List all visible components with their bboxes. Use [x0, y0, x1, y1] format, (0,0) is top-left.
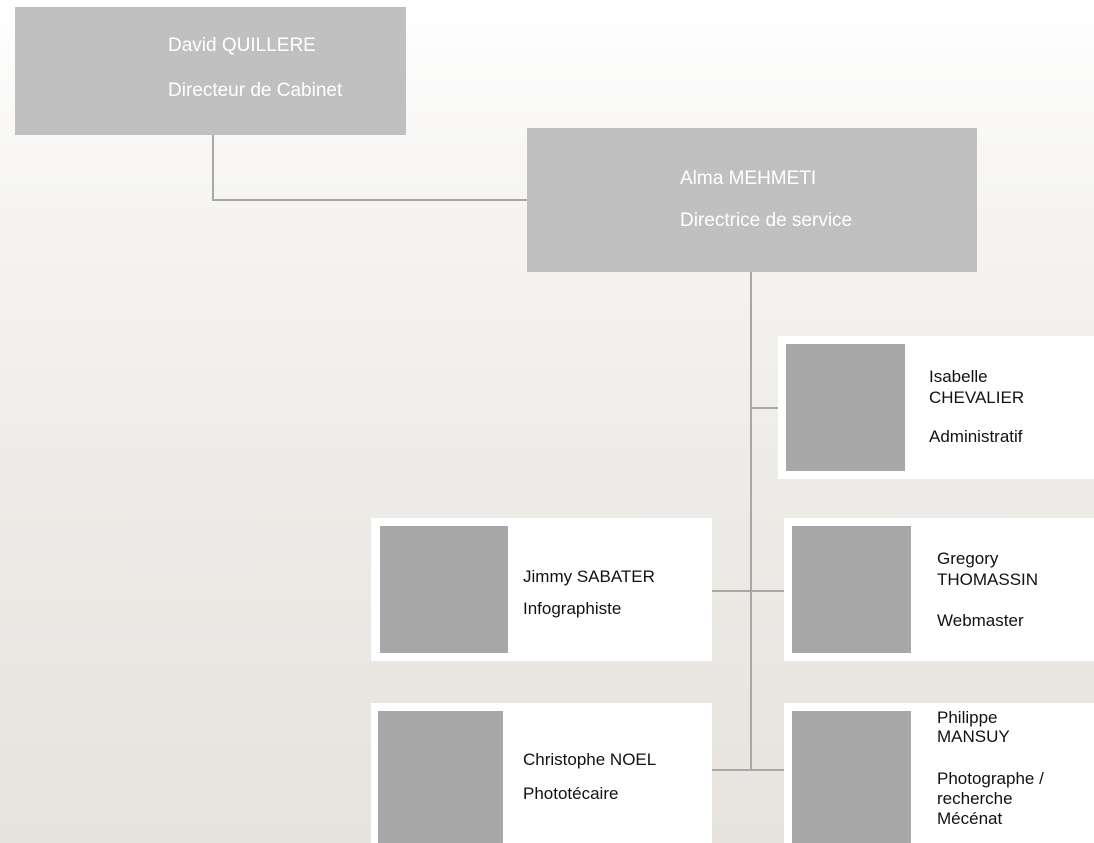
connector-row3	[712, 769, 784, 771]
staff-name-first: Philippe	[937, 708, 998, 727]
head-box: Alma MEHMETI Directrice de service	[527, 128, 977, 272]
director-name: David QUILLERE	[168, 35, 316, 56]
staff-name-last: CHEVALIER	[929, 388, 1025, 407]
staff-name: Jimmy SABATER	[523, 567, 655, 586]
staff-role-line-1: Photographe /	[937, 769, 1044, 788]
head-title: Directrice de service	[680, 210, 853, 231]
staff-name-first: Isabelle	[929, 367, 988, 386]
staff-role: Infographiste	[523, 599, 622, 618]
staff-role-line-3: Mécénat	[937, 809, 1003, 828]
staff-card-christophe: Christophe NOEL Phototécaire	[371, 703, 712, 843]
staff-card-isabelle: Isabelle CHEVALIER Administratif	[778, 336, 1094, 479]
staff-card-jimmy: Jimmy SABATER Infographiste	[371, 518, 712, 661]
photo-placeholder	[792, 526, 911, 653]
connector-trunk	[750, 272, 752, 771]
head-name: Alma MEHMETI	[680, 168, 817, 189]
director-title: Directeur de Cabinet	[168, 80, 343, 101]
photo-placeholder	[786, 344, 905, 471]
staff-name: Christophe NOEL	[523, 750, 657, 769]
connector-isabelle	[750, 407, 778, 409]
connector-director-to-head	[212, 199, 527, 201]
staff-card-gregory: Gregory THOMASSIN Webmaster	[784, 518, 1094, 661]
staff-card-philippe: Philippe MANSUY Photographe / recherche …	[784, 703, 1094, 843]
staff-role: Webmaster	[937, 611, 1024, 630]
connector-row2	[712, 590, 784, 592]
connector-director-down	[212, 135, 214, 201]
photo-placeholder	[378, 711, 503, 843]
staff-name-last: MANSUY	[937, 727, 1010, 746]
photo-placeholder	[380, 526, 508, 653]
director-box: David QUILLERE Directeur de Cabinet	[15, 7, 406, 135]
staff-role: Phototécaire	[523, 784, 619, 803]
staff-role-line-2: recherche	[937, 789, 1013, 808]
staff-role: Administratif	[929, 427, 1023, 446]
staff-name-last: THOMASSIN	[937, 570, 1039, 589]
photo-placeholder	[792, 711, 911, 843]
staff-name-first: Gregory	[937, 549, 999, 568]
